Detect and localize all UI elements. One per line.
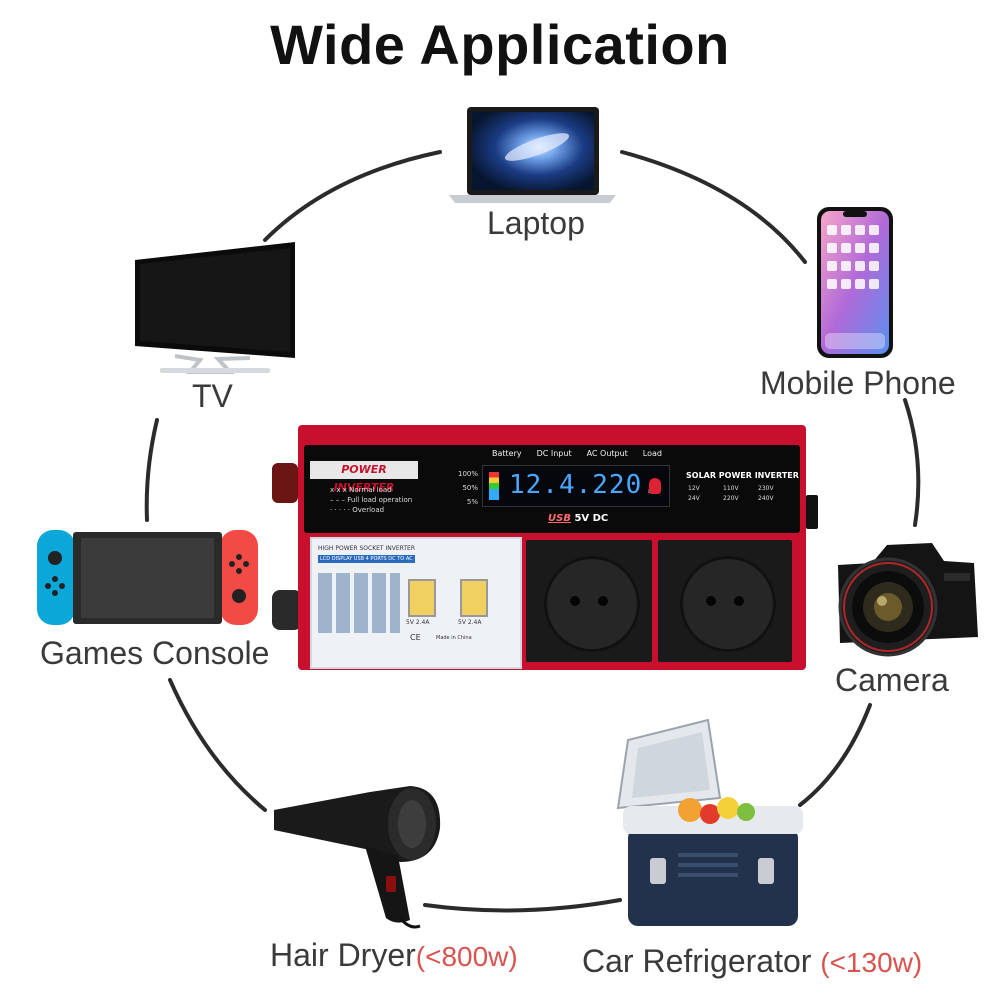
usb-output: USB 5V DC [548, 513, 608, 524]
games-console-label: Games Console [40, 635, 270, 671]
camera-icon [838, 543, 978, 657]
power-switch [806, 495, 818, 529]
voltage-options: 12V 110V 230V 24V 220V 240V [688, 485, 793, 502]
battery-level-icon [489, 472, 499, 500]
socket-face-2 [680, 556, 776, 652]
display-headers: Battery DC Input AC Output Load [492, 449, 662, 458]
inverter-brand: POWER INVERTER [310, 461, 418, 494]
camera-image [832, 525, 980, 660]
voltage-24v: 24V [688, 495, 700, 502]
mobile-phone-icon [817, 207, 893, 358]
level-100: 100% [457, 470, 478, 478]
tv-image [130, 240, 300, 375]
phone-image [815, 205, 895, 360]
car-refrigerator-icon [616, 718, 803, 926]
usb-rating-2: 5V 2.4A [458, 619, 482, 626]
games-console-image [35, 528, 260, 628]
power-inverter: POWER INVERTER x x x Normal load – – – F… [270, 425, 830, 670]
ac-socket-1 [526, 540, 652, 662]
voltage-110v: 110V [723, 485, 739, 492]
usb-output-voltage: 5V DC [574, 513, 609, 524]
camera-label: Camera [835, 662, 949, 698]
hair-dryer-image [270, 780, 445, 930]
voltage-12v: 12V [688, 485, 700, 492]
ce-mark: CE [410, 633, 421, 642]
load-bulb-icon [649, 478, 661, 494]
header-ac-output: AC Output [586, 449, 628, 458]
info-panel: HIGH POWER SOCKET INVERTER LCD DISPLAY U… [310, 537, 522, 669]
car-refrigerator-image [598, 718, 803, 930]
usb-ports-2 [460, 579, 488, 617]
level-50: 50% [462, 484, 478, 492]
hair-dryer-wattage: (<800w) [415, 941, 518, 972]
ac-socket-2 [658, 540, 792, 662]
legend-mark-full: – – – [330, 496, 345, 504]
made-in-label: Made in China [436, 635, 472, 641]
socket-pin-left-2 [706, 596, 716, 606]
tv-label: TV [192, 378, 233, 414]
lcd-display: 12.4.220. [482, 465, 670, 507]
socket-face-1 [544, 556, 640, 652]
games-console-icon [37, 530, 258, 625]
legend-mark-normal: x x x [330, 486, 347, 494]
socket-pin-right-2 [734, 596, 744, 606]
inverter-load-legend: x x x Normal load – – – Full load operat… [330, 485, 412, 515]
legend-normal-load: Normal load [349, 486, 392, 494]
lcd-readout: 12.4.220. [509, 470, 659, 500]
voltage-230v: 230V [758, 485, 774, 492]
solar-title: SOLAR POWER INVERTER [686, 471, 799, 480]
page-title: Wide Application [270, 13, 730, 76]
header-load: Load [642, 449, 662, 458]
legend-full-load: Full load operation [347, 496, 413, 504]
socket-pin-right-1 [598, 596, 608, 606]
legend-overload: Overload [352, 506, 385, 514]
header-dc-input: DC Input [536, 449, 572, 458]
tv-icon [135, 242, 295, 374]
laptop-image [445, 105, 620, 205]
inverter-level-scale: 100% 50% 5% [456, 467, 478, 509]
header-battery: Battery [492, 449, 522, 458]
usb-rating-1: 5V 2.4A [406, 619, 430, 626]
car-refrigerator-wattage: (<130w) [820, 947, 923, 978]
voltage-220v: 220V [723, 495, 739, 502]
hair-dryer-label-text: Hair Dryer [270, 937, 416, 973]
socket-pin-left-1 [570, 596, 580, 606]
appliance-icons [318, 573, 400, 633]
laptop-icon [449, 107, 616, 203]
hair-dryer-icon [274, 786, 441, 929]
panel-subtitle: LCD DISPLAY USB 4 PORTS DC TO AC [318, 555, 415, 563]
usb-ports-1 [408, 579, 436, 617]
legend-mark-overload: · · · · · [330, 506, 351, 514]
hair-dryer-label: Hair Dryer(<800w) [270, 937, 518, 974]
level-5: 5% [466, 498, 478, 506]
laptop-label: Laptop [487, 205, 585, 241]
usb-label: USB [548, 513, 571, 524]
voltage-240v: 240V [758, 495, 774, 502]
panel-title: HIGH POWER SOCKET INVERTER [318, 545, 416, 552]
inverter-terminal-bottom [272, 590, 302, 630]
inverter-terminal-top [272, 463, 298, 503]
car-refrigerator-label: Car Refrigerator (<130w) [582, 943, 922, 980]
car-refrigerator-label-text: Car Refrigerator [582, 943, 812, 979]
mobile-phone-label: Mobile Phone [760, 365, 956, 401]
